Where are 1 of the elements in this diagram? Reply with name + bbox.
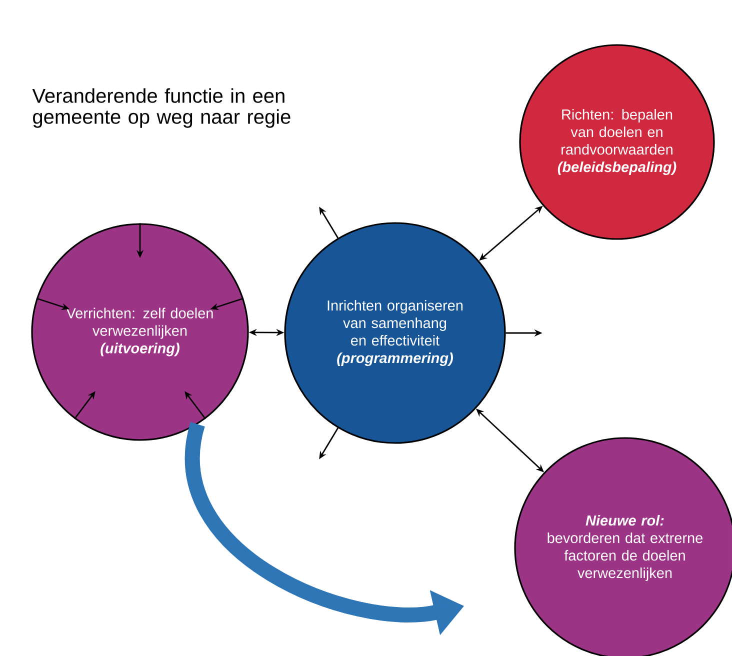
title: Veranderende functie in een gemeente op weg naar regie (32, 88, 290, 128)
